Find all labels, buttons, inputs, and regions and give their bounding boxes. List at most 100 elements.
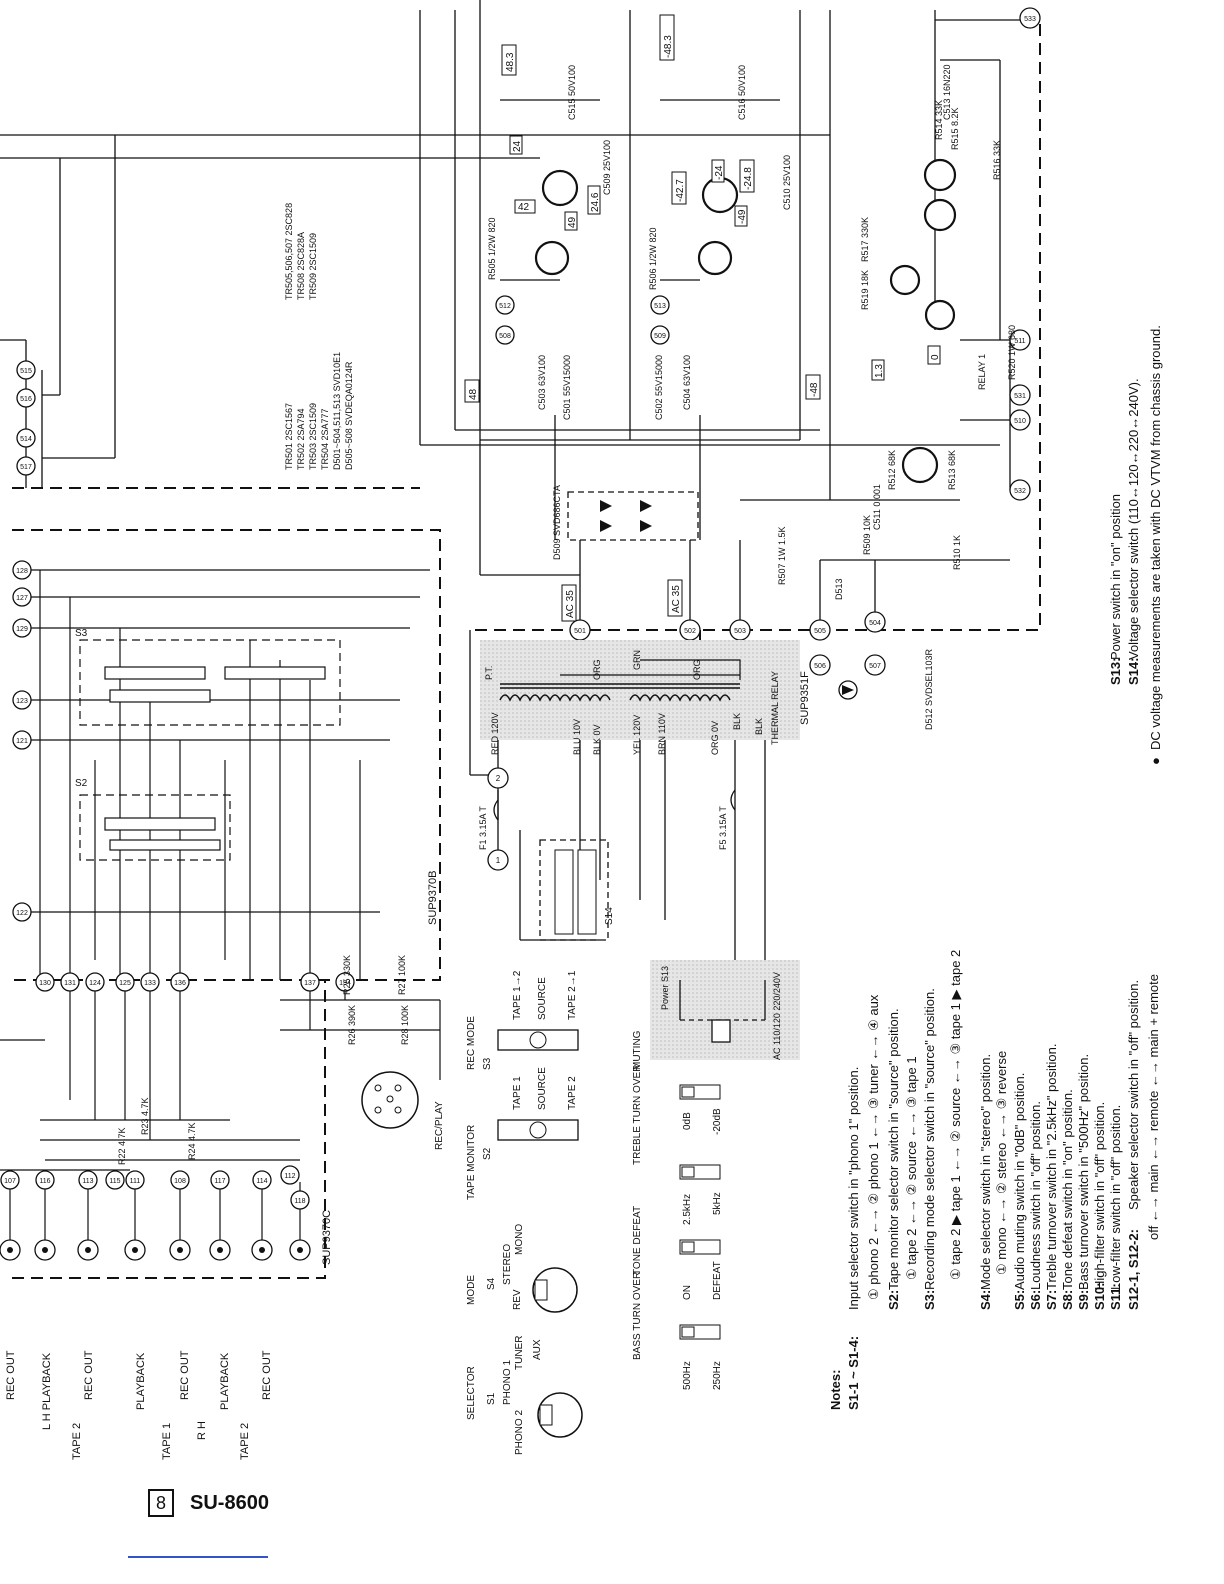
svg-text:R514 33K: R514 33K	[934, 100, 944, 140]
connector: 128	[12, 560, 32, 580]
svg-text:TAPE 1: TAPE 1	[161, 1423, 173, 1460]
svg-text:R515 8.2K: R515 8.2K	[950, 107, 960, 150]
din-socket: REC/PLAY	[361, 1071, 445, 1150]
svg-text:C515 50V100: C515 50V100	[567, 65, 577, 120]
svg-text:Loudness switch in "off" posit: Loudness switch in "off" position.	[1028, 1101, 1043, 1290]
note-item: S7:Treble turnover switch in "2.5kHz" po…	[1044, 1044, 1059, 1310]
connector-power: 501 502 503 505 504 506 507 510 531 511 …	[495, 7, 1041, 676]
svg-text:Recording mode selector switch: Recording mode selector switch in "sourc…	[922, 988, 937, 1290]
svg-text:REC MODE: REC MODE	[466, 1016, 477, 1070]
svg-text:R509 10K: R509 10K	[862, 515, 872, 555]
svg-text:2: 2	[496, 774, 501, 783]
svg-text:121: 121	[16, 738, 28, 745]
svg-text:REC/PLAY: REC/PLAY	[434, 1101, 445, 1150]
note-item: ① phono 2 ←→ ② phono 1 ←→ ③ tuner ←→ ④ a…	[866, 994, 881, 1300]
svg-text:TAPE 2: TAPE 2	[239, 1423, 251, 1460]
svg-text:MUTING: MUTING	[632, 1030, 643, 1070]
svg-text:off ←→ main ←→ remote ←→ main: off ←→ main ←→ remote ←→ main + remote	[1146, 974, 1161, 1240]
power-wiring	[419, 0, 1030, 630]
svg-text:128: 128	[16, 568, 28, 575]
svg-text:TR502 2SA794: TR502 2SA794	[296, 408, 306, 470]
svg-text:TUNER: TUNER	[514, 1336, 525, 1370]
note-item: S8:Tone defeat switch in "on" position.	[1060, 1089, 1075, 1310]
note-item: S2:Tape monitor selector switch in "sour…	[886, 1008, 901, 1310]
svg-text:509: 509	[654, 333, 666, 340]
connector: 111	[125, 1170, 145, 1190]
svg-text:PHONO 2: PHONO 2	[514, 1410, 525, 1455]
note-item: S5:Audio muting switch in "0dB" position…	[1012, 1073, 1027, 1310]
svg-text:130: 130	[39, 980, 51, 987]
svg-text:S14: S14	[604, 907, 615, 925]
note-item: ① mono ←→ ② stereo ←→ ③ reverse	[994, 1051, 1009, 1275]
note-item: S3:Recording mode selector switch in "so…	[922, 988, 937, 1310]
svg-text:R27 100K: R27 100K	[397, 955, 407, 995]
selector-knob	[537, 1392, 583, 1438]
svg-text:-49: -49	[737, 209, 748, 224]
svg-text:108: 108	[174, 1178, 186, 1185]
svg-text:111: 111	[130, 1178, 141, 1185]
footer-rule	[128, 1556, 268, 1558]
muting-slider	[679, 1084, 721, 1100]
svg-text:TR508 2SC828A: TR508 2SC828A	[296, 232, 306, 300]
svg-text:514: 514	[20, 436, 32, 443]
svg-text:503: 503	[734, 628, 746, 635]
svg-text:250Hz: 250Hz	[712, 1361, 723, 1390]
svg-text:High-filter switch in "off" po: High-filter switch in "off" position.	[1092, 1102, 1107, 1290]
svg-text:SELECTOR: SELECTOR	[466, 1366, 477, 1420]
svg-text:517: 517	[20, 464, 32, 471]
svg-text:REC OUT: REC OUT	[179, 1350, 191, 1400]
led-d512	[838, 680, 858, 700]
svg-text:MODE: MODE	[466, 1275, 477, 1305]
connector: 124	[85, 972, 105, 992]
svg-text:123: 123	[16, 698, 28, 705]
connector: 501	[569, 619, 591, 641]
svg-text:Tone defeat switch in "on" pos: Tone defeat switch in "on" position.	[1060, 1089, 1075, 1290]
svg-text:TAPE MONITOR: TAPE MONITOR	[466, 1125, 477, 1200]
note-item: ●DC voltage measurements are taken with …	[1148, 325, 1163, 765]
svg-text:●: ●	[1148, 757, 1163, 765]
connector-top-row: 517 514 516 515	[16, 360, 36, 476]
connector: 131	[60, 972, 80, 992]
svg-text:BLK 0V: BLK 0V	[592, 724, 602, 755]
svg-text:515: 515	[20, 368, 32, 375]
note-item: S4:Mode selector switch in "stereo" posi…	[978, 1054, 993, 1310]
svg-text:S4:: S4:	[978, 1290, 993, 1310]
ac-marks: AC 35 AC 35	[561, 579, 683, 622]
connector-bottom-row: 130 131 124 125 133 136 137 134	[35, 972, 355, 992]
svg-text:GRN: GRN	[632, 650, 642, 670]
resistors-bottom: R25 330K R27 100K R26 390K R28 100K R23 …	[117, 955, 410, 1165]
svg-text:107: 107	[4, 1178, 16, 1185]
svg-text:P.T.: P.T.	[484, 666, 494, 680]
connector: 505	[809, 619, 831, 641]
module-label: SUP9370C	[321, 1210, 333, 1265]
jack	[169, 1239, 191, 1261]
connector: 118	[290, 1190, 310, 1210]
svg-text:502: 502	[684, 628, 696, 635]
svg-text:C510 25V100: C510 25V100	[782, 155, 792, 210]
svg-text:127: 127	[16, 595, 28, 602]
svg-text:ON: ON	[682, 1285, 693, 1300]
svg-text:Low-filter switch in "off" pos: Low-filter switch in "off" position.	[1108, 1105, 1123, 1290]
svg-text:TAPE 1→2: TAPE 1→2	[512, 970, 523, 1020]
connector: 137	[300, 972, 320, 992]
connector: 506	[809, 654, 831, 676]
connector: 133	[140, 972, 160, 992]
svg-text:BLU 10V: BLU 10V	[572, 719, 582, 755]
connector: 127	[12, 587, 32, 607]
svg-text:R517 330K: R517 330K	[860, 217, 870, 262]
connector: 115	[105, 1170, 125, 1190]
svg-text:2.5kHz: 2.5kHz	[682, 1194, 693, 1225]
svg-text:-48.3: -48.3	[663, 35, 674, 58]
svg-text:PLAYBACK: PLAYBACK	[135, 1352, 147, 1410]
svg-text:F5 3.15A T: F5 3.15A T	[718, 806, 728, 850]
svg-text:C513 16N220: C513 16N220	[942, 64, 952, 120]
svg-text:R22 4.7K: R22 4.7K	[117, 1127, 127, 1165]
svg-text:532: 532	[1014, 488, 1026, 495]
notes: Notes: S1-1 ~ S1-4:Input selector switch…	[828, 325, 1163, 1410]
transistor-table: TR501 2SC1567 TR502 2SA794 TR503 2SC1509…	[284, 203, 354, 470]
svg-text:S13:: S13:	[1108, 658, 1123, 685]
connector: 533	[1019, 7, 1041, 29]
diode-bridge-d509: D509 SVD686CTA	[552, 485, 699, 560]
svg-text:S5:: S5:	[1012, 1290, 1027, 1310]
svg-text:510: 510	[1014, 418, 1026, 425]
